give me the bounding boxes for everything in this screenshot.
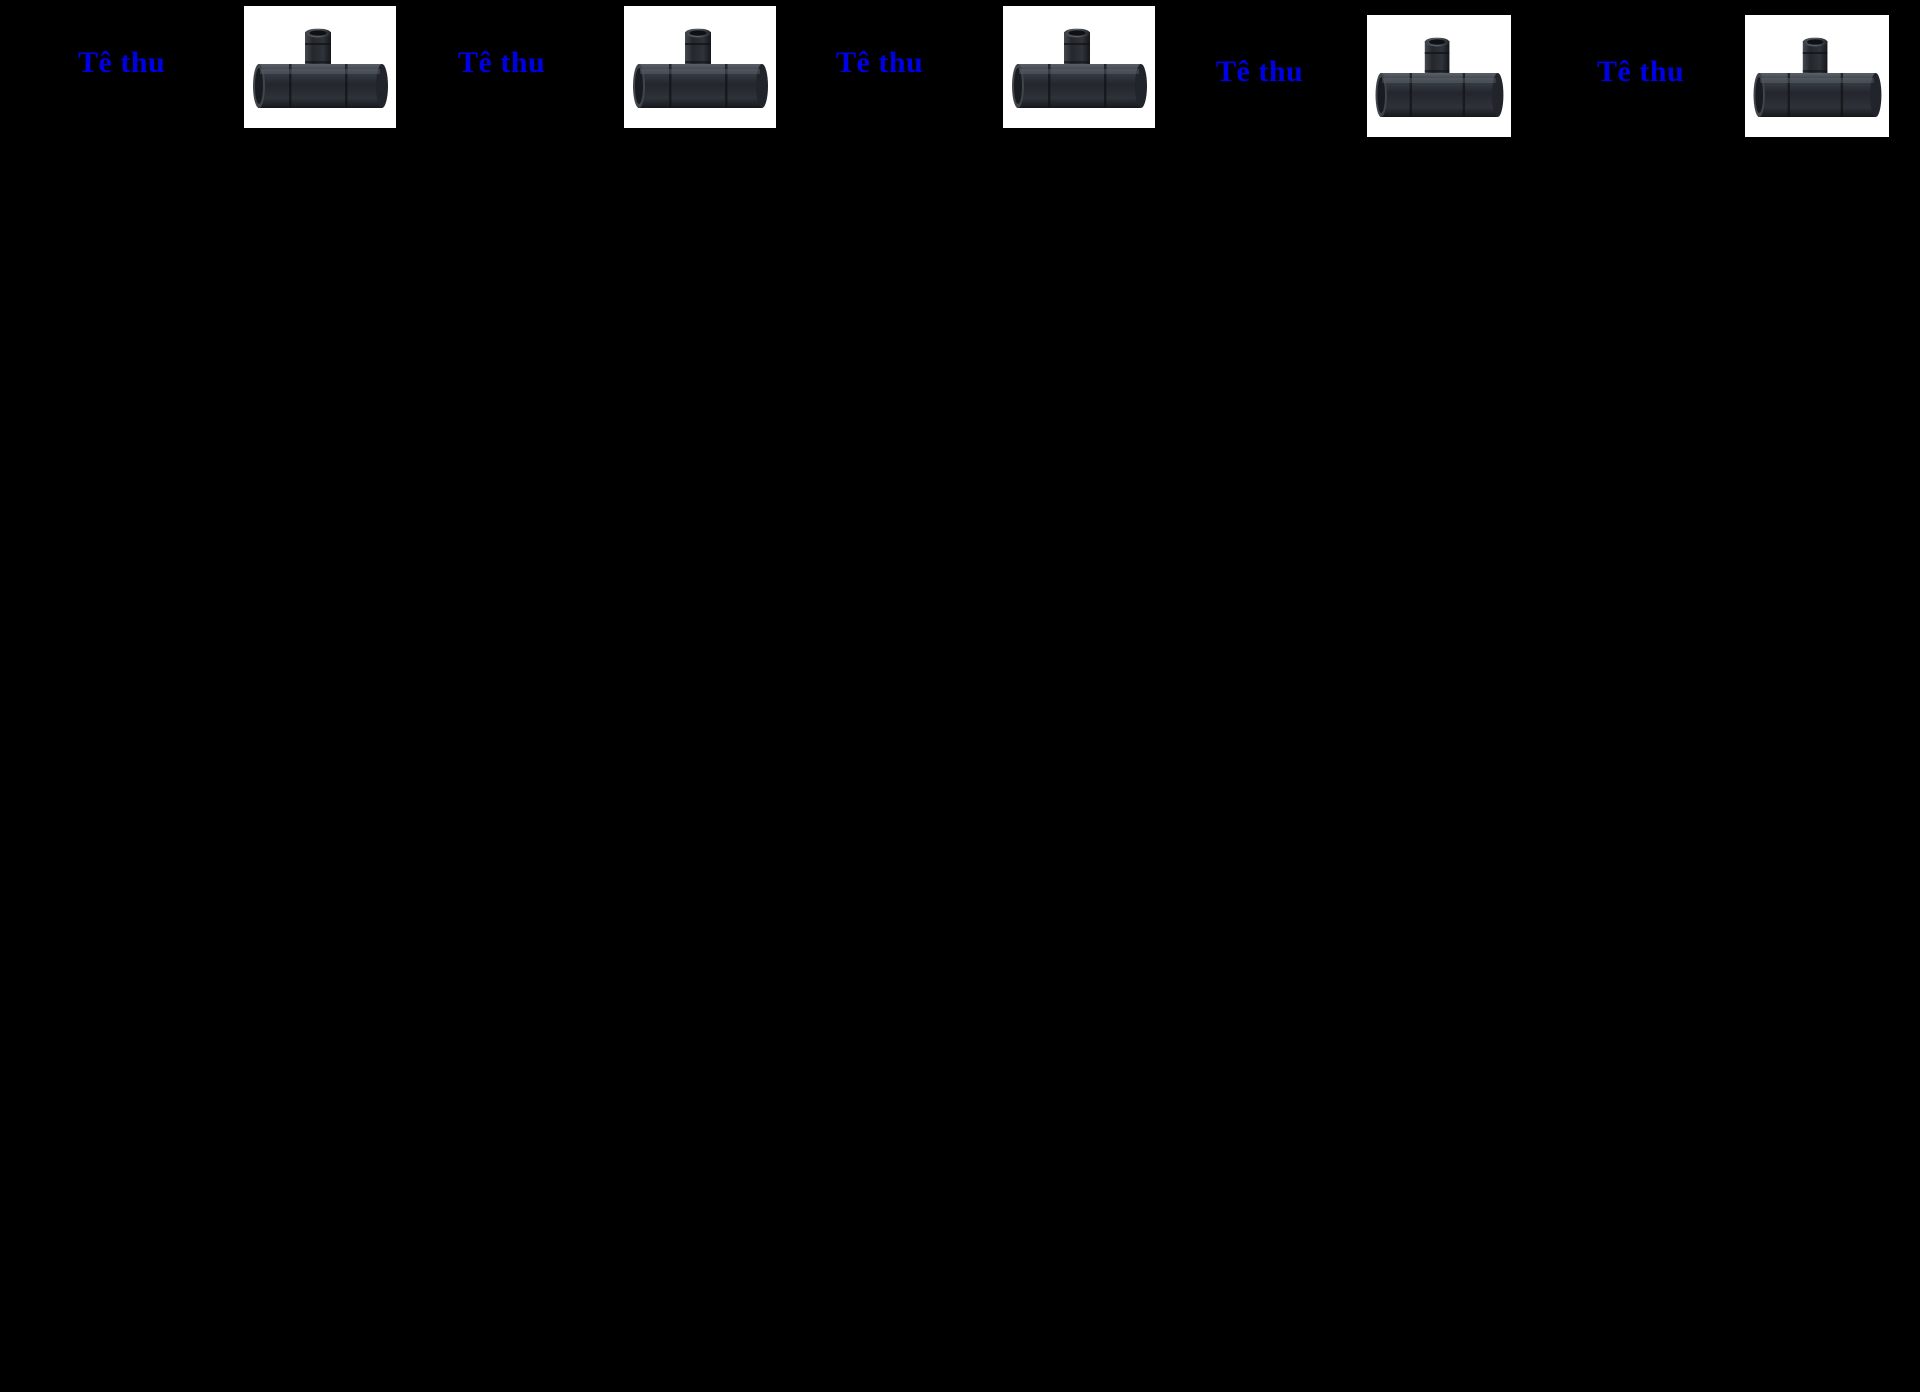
reducing-tee-fitting-icon xyxy=(1367,15,1511,137)
product-label-link[interactable]: Tê thu xyxy=(78,46,166,79)
product-thumbnail[interactable] xyxy=(244,6,396,128)
reducing-tee-fitting-icon xyxy=(624,6,776,128)
product-thumbnail[interactable] xyxy=(1367,15,1511,137)
reducing-tee-fitting-icon xyxy=(1003,6,1155,128)
product-label-link[interactable]: Tê thu xyxy=(836,46,924,79)
product-thumbnail[interactable] xyxy=(624,6,776,128)
product-strip: Tê thu Tê thu xyxy=(0,0,1920,160)
product-label-link[interactable]: Tê thu xyxy=(458,46,546,79)
product-label-link[interactable]: Tê thu xyxy=(1597,55,1685,88)
product-label-link[interactable]: Tê thu xyxy=(1216,55,1304,88)
reducing-tee-fitting-icon xyxy=(1745,15,1889,137)
reducing-tee-fitting-icon xyxy=(244,6,396,128)
product-thumbnail[interactable] xyxy=(1745,15,1889,137)
product-thumbnail[interactable] xyxy=(1003,6,1155,128)
